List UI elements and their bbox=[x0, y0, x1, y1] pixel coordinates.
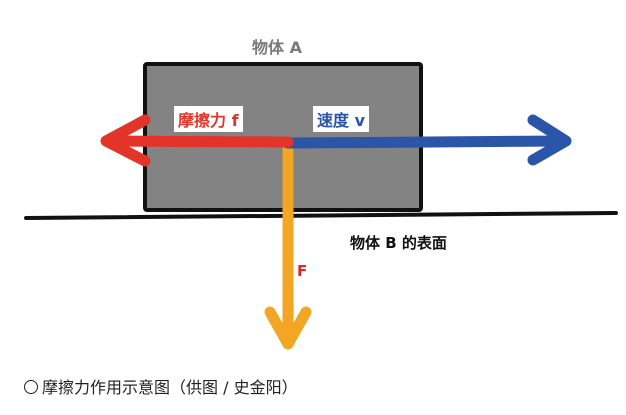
figure-caption: 摩擦力作用示意图（供图 / 史金阳） bbox=[24, 374, 298, 398]
friction-arrow bbox=[100, 114, 294, 167]
velocity-arrow bbox=[282, 114, 572, 166]
caption-text: 摩擦力作用示意图（供图 / 史金阳） bbox=[42, 378, 298, 397]
circle-bullet-icon bbox=[24, 380, 38, 394]
surface-label: 物体 B 的表面 bbox=[350, 234, 447, 252]
force-arrow bbox=[264, 136, 312, 350]
ground-line bbox=[24, 211, 618, 220]
friction-label: 摩擦力 f bbox=[174, 106, 243, 132]
force-label: F bbox=[297, 262, 308, 280]
object-a-label: 物体 A bbox=[252, 38, 302, 57]
velocity-label: 速度 v bbox=[313, 106, 370, 132]
